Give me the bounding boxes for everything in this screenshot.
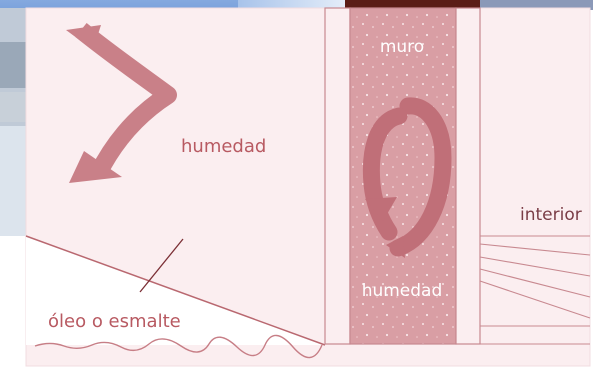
inner-wall-layer-right: [456, 8, 480, 344]
interior-label: interior: [520, 205, 582, 225]
inner-wall-layer-left: [325, 8, 350, 344]
moisture-wall-label: humedad: [362, 281, 443, 301]
diagram-panel: humedad muro humedad interior óleo o esm…: [26, 8, 590, 366]
wall-label: muro: [380, 37, 424, 57]
paint-layer-label: óleo o esmalte: [48, 311, 181, 332]
moisture-left-label: humedad: [181, 136, 266, 157]
